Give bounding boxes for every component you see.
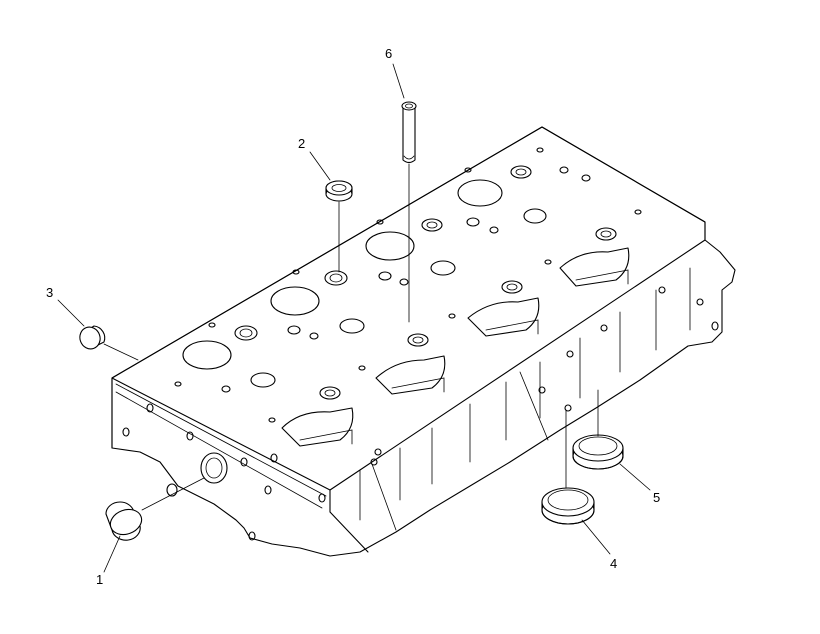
callout-1: 1 bbox=[96, 572, 103, 587]
part-6-sleeve bbox=[401, 101, 417, 164]
callout-2: 2 bbox=[298, 136, 305, 151]
front-face-details bbox=[122, 403, 326, 541]
callout-6: 6 bbox=[385, 46, 392, 61]
deck-holes bbox=[174, 147, 642, 423]
part-3-plug bbox=[79, 325, 106, 350]
part-4-seal-ring bbox=[541, 487, 595, 525]
callout-4: 4 bbox=[610, 556, 617, 571]
rocker-pedestals bbox=[281, 247, 630, 447]
end-face-details bbox=[370, 286, 719, 466]
callout-3: 3 bbox=[46, 285, 53, 300]
callout-5: 5 bbox=[653, 490, 660, 505]
leader-lines bbox=[57, 63, 651, 573]
part-5-seal-ring bbox=[572, 434, 624, 470]
part-2-seal bbox=[325, 180, 353, 202]
assembly-lines bbox=[103, 163, 599, 511]
cylinder-head bbox=[111, 126, 736, 557]
side-face-ribs bbox=[329, 267, 691, 553]
part-1-expansion-plug bbox=[105, 501, 143, 541]
